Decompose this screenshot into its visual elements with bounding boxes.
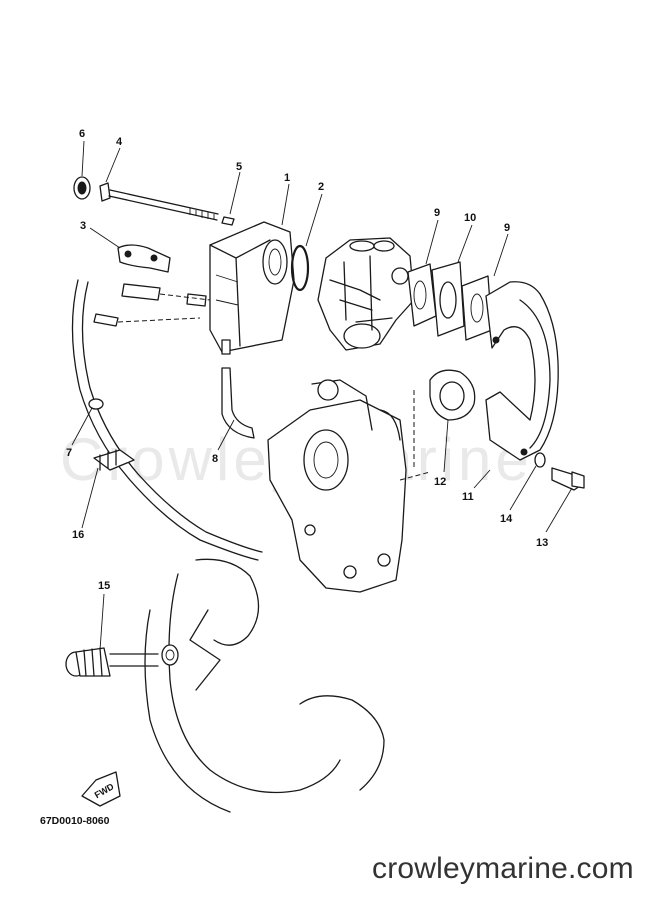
part-10-spacer[interactable]	[431, 261, 465, 337]
callout-3: 3	[80, 220, 86, 232]
drawing-code: 67D0010-8060	[40, 815, 110, 827]
site-watermark: crowleymarine.com	[372, 852, 634, 885]
part-2-o-ring[interactable]	[290, 244, 310, 292]
part-7-hose[interactable]	[71, 279, 263, 561]
fwd-arrow: FWD	[81, 771, 121, 807]
callout-7: 7	[66, 447, 72, 459]
part-1-housing[interactable]	[209, 221, 295, 355]
callout-2: 2	[318, 181, 324, 193]
callout-9-left: 9	[434, 207, 440, 219]
part-3-bracket[interactable]	[117, 244, 171, 273]
small-hose-stubs	[93, 283, 211, 327]
part-12-flange[interactable]	[429, 369, 476, 421]
part-16-clip[interactable]	[93, 449, 135, 471]
callout-labels: 6 4 5 1 2 3 9 10 9 7 8 12 11 14 13 16 15	[66, 128, 548, 592]
part-5-clip[interactable]	[221, 216, 235, 226]
callout-13: 13	[536, 537, 548, 549]
callout-16: 16	[72, 529, 84, 541]
callout-11: 11	[462, 491, 474, 503]
leader-lines	[71, 140, 573, 651]
callout-8: 8	[212, 453, 218, 465]
lower-cowling	[144, 558, 385, 813]
part-8-hose[interactable]	[221, 367, 255, 439]
callout-14: 14	[500, 513, 513, 525]
part-4-bolt[interactable]	[99, 182, 219, 221]
carburetor[interactable]	[317, 237, 415, 351]
engine-block	[267, 379, 431, 593]
part-14-washer[interactable]	[534, 452, 546, 468]
callout-5: 5	[236, 161, 242, 173]
callout-6: 6	[79, 128, 85, 140]
callout-1: 1	[284, 172, 290, 184]
part-13-bolt[interactable]	[551, 467, 585, 491]
callout-10: 10	[464, 212, 476, 224]
callout-9-right: 9	[504, 222, 510, 234]
callout-12: 12	[434, 476, 446, 488]
part-11-intake-manifold[interactable]	[485, 281, 559, 461]
part-6-grommet[interactable]	[73, 176, 91, 200]
callout-4: 4	[116, 136, 123, 148]
callout-15: 15	[98, 580, 110, 592]
part-15-plug[interactable]	[65, 644, 179, 677]
